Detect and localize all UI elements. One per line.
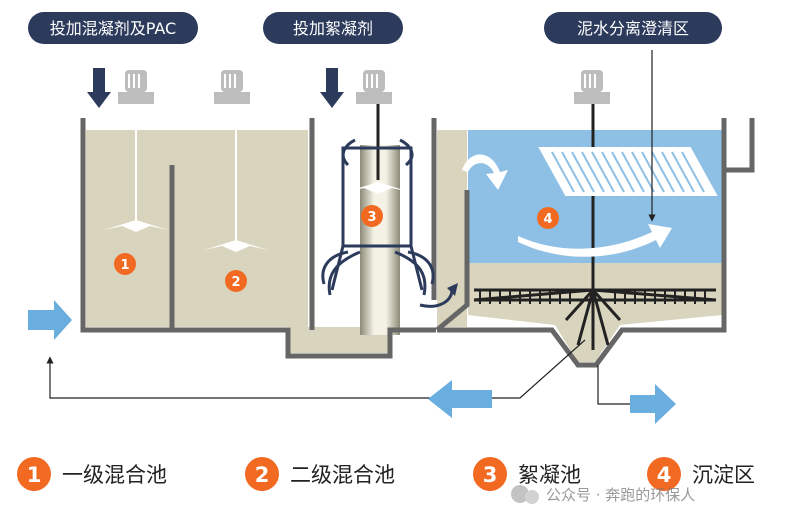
draft-tube: [360, 145, 400, 335]
legend-item-2-num: 2: [255, 463, 270, 487]
stage-badge-2: 2: [225, 270, 247, 292]
legend-item-3-label: 絮凝池: [518, 463, 581, 487]
legend-item-3: 3 絮凝池: [473, 457, 581, 491]
legend-item-4-label: 沉淀区: [692, 463, 755, 487]
label-dose-pac: 投加混凝剂及PAC: [28, 12, 198, 44]
mixer-1: [104, 70, 168, 232]
lamella-settler: [538, 147, 718, 196]
recycle-line: [46, 339, 586, 418]
legend-item-1-label: 一级混合池: [62, 463, 167, 487]
inflow-swirl-arrow: [462, 154, 508, 190]
dose-arrow-flocculant: [320, 68, 344, 108]
stage-badge-3: 3: [361, 205, 383, 227]
legend-item-4-num: 4: [657, 463, 672, 487]
stage-badge-4: 4: [537, 207, 559, 229]
upflow-arrow: [518, 224, 672, 257]
legend-item-3-num: 3: [483, 463, 498, 487]
dose-arrow-pac: [87, 68, 111, 108]
label-dose-pac-text: 投加混凝剂及PAC: [50, 19, 176, 38]
scraper-teeth: [479, 290, 706, 304]
label-dose-flocculant-text: 投加絮凝剂: [293, 19, 373, 38]
overflow-arrow: [447, 283, 458, 296]
legend-item-2-label: 二级混合池: [290, 463, 395, 487]
stage-badge-1: 1: [114, 253, 136, 275]
legend: 1 一级混合池 2 二级混合池 3 絮凝池 4 沉淀区: [17, 457, 755, 491]
label-separation-zone-text: 泥水分离澄清区: [577, 19, 689, 38]
mixer-2: [204, 70, 268, 252]
legend-item-2: 2 二级混合池: [245, 457, 395, 491]
watermark-text: 公众号 · 奔跑的环保人: [546, 486, 695, 504]
legend-item-4: 4 沉淀区: [647, 457, 755, 491]
sludge-outlet: [597, 365, 676, 424]
flocculation-frame: [321, 138, 454, 308]
label-dose-flocculant: 投加絮凝剂: [263, 12, 403, 44]
scraper-drive: [574, 70, 610, 350]
stage-badge-1-text: 1: [120, 258, 129, 273]
tank-walls: [80, 118, 755, 368]
inlet-arrow: [28, 300, 72, 340]
mixer-3: [346, 70, 410, 194]
stage-badge-3-text: 3: [367, 210, 376, 225]
legend-item-1-num: 1: [27, 463, 42, 487]
stage-badge-4-text: 4: [543, 212, 552, 227]
legend-item-1: 1 一级混合池: [17, 457, 167, 491]
label-separation-zone: 泥水分离澄清区: [544, 12, 722, 44]
stage-badge-2-text: 2: [231, 275, 240, 290]
watermark: 公众号 · 奔跑的环保人: [511, 485, 695, 504]
